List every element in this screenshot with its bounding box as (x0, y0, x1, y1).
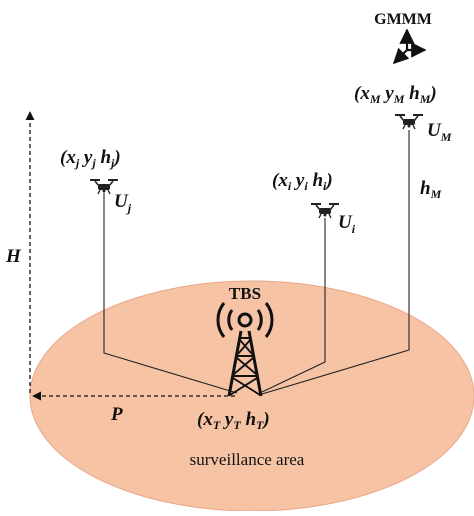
surveillance-area (29, 280, 474, 512)
uav-i-coord: (xi yi hi) (272, 170, 333, 193)
uav-i-drone-icon (310, 202, 340, 219)
tbs-coord: (xT yT hT) (197, 409, 270, 432)
surveillance-area-label: surveillance area (190, 450, 305, 469)
uav-j-name: Uj (114, 191, 132, 215)
uav-j-coord: (xj yj hj) (60, 147, 121, 170)
uav-m-height-label: hM (420, 178, 442, 201)
link-um-tbs (261, 130, 410, 395)
gmmm-axes-icon (392, 28, 427, 65)
uav-m-coord: (xM yM hM) (354, 83, 437, 106)
tbs-label: TBS (229, 284, 261, 303)
height-label: H (5, 246, 22, 267)
link-uj-tbs (103, 193, 238, 394)
link-ui-tbs (261, 218, 326, 393)
radius-label: P (110, 404, 123, 425)
uav-m-name: UM (427, 120, 452, 144)
uav-i-name: Ui (338, 212, 356, 236)
gmmm-label: GMMM (374, 11, 432, 28)
tbs-tower-icon (216, 302, 274, 397)
uav-m-drone-icon (394, 113, 424, 130)
